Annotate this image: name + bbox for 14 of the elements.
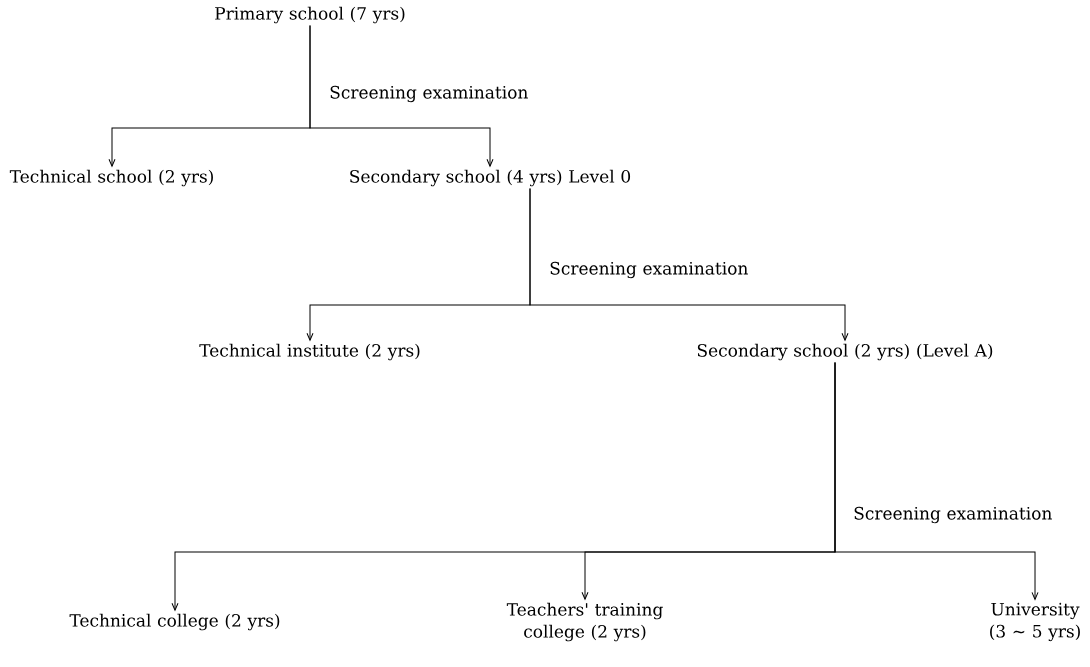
stage-text: Primary school (7 yrs) bbox=[215, 6, 405, 24]
stage-text: Technical institute (2 yrs) bbox=[199, 343, 420, 361]
stage-text: University (3 ~ 5 yrs) bbox=[990, 602, 1080, 642]
stage-text: Secondary school (2 yrs) (Level A) bbox=[697, 343, 993, 361]
stage-text: Technical school (2 yrs) bbox=[9, 169, 213, 187]
stage-text: Secondary school (4 yrs) Level 0 bbox=[350, 169, 631, 187]
edge-label: Screening examination bbox=[854, 506, 1052, 524]
stage-text: Teachers' training college (2 yrs) bbox=[506, 602, 663, 642]
arrow bbox=[834, 362, 1039, 600]
stage-text: Technical college (2 yrs) bbox=[69, 613, 280, 631]
edge-label: Screening examination bbox=[330, 85, 528, 103]
arrow bbox=[309, 25, 494, 167]
edge-label: Screening examination bbox=[550, 261, 748, 279]
arrow bbox=[529, 188, 849, 341]
